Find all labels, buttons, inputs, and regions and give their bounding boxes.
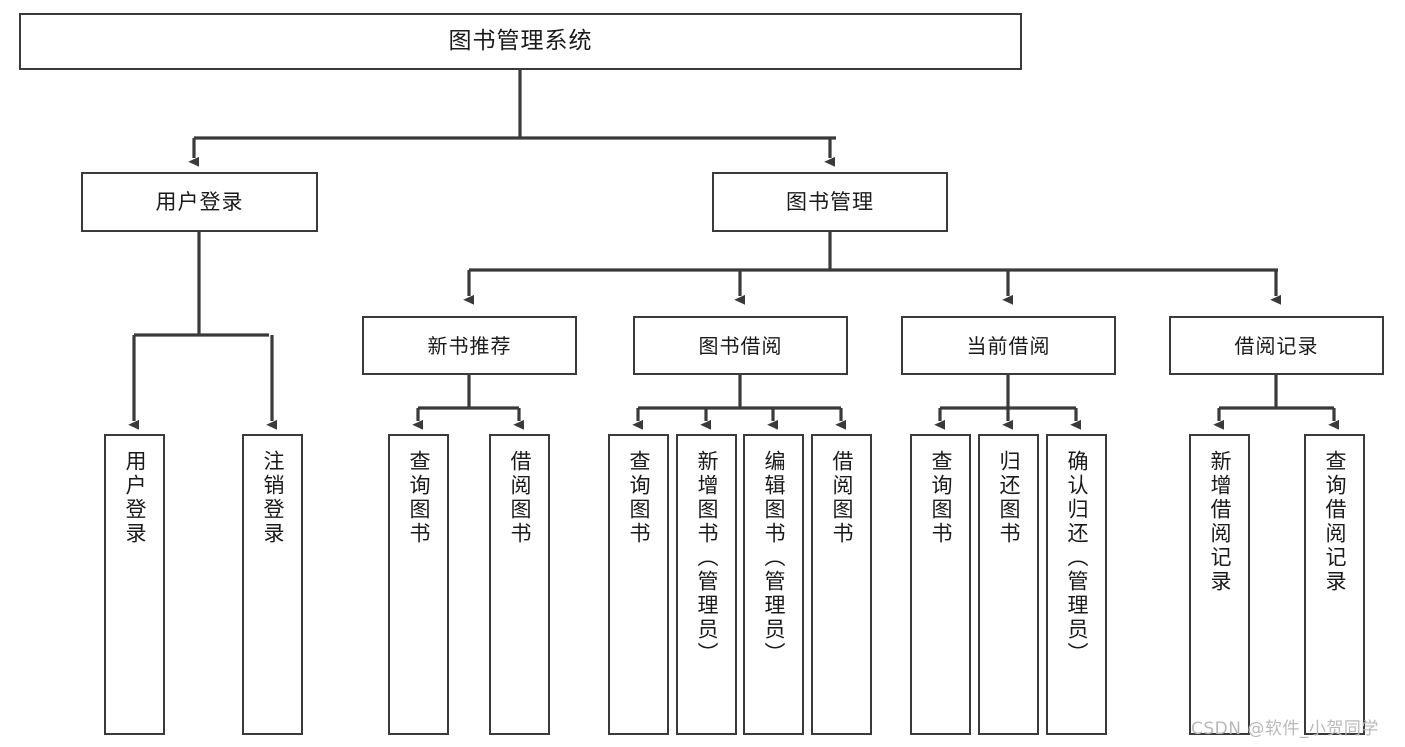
node-leaf-query-book-3-label: 查询图书 [929,450,953,546]
node-leaf-add-borrow-record-label: 新增借阅记录 [1208,450,1232,594]
node-leaf-add-book-admin-label: 新增图书（管理员） [695,450,719,666]
node-leaf-add-borrow-record[interactable]: 新增借阅记录 [1189,434,1250,735]
node-leaf-query-borrow-record[interactable]: 查询借阅记录 [1304,434,1365,735]
node-leaf-query-borrow-record-label: 查询借阅记录 [1323,450,1347,594]
node-book-borrow[interactable]: 图书借阅 [633,316,848,375]
node-leaf-logout[interactable]: 注销登录 [242,434,303,735]
node-leaf-edit-book-admin-label: 编辑图书（管理员） [762,450,786,666]
node-leaf-confirm-return-admin-label: 确认归还（管理员） [1065,450,1089,666]
node-leaf-query-book-2-label: 查询图书 [627,450,651,546]
node-user-login-label: 用户登录 [155,189,244,214]
node-leaf-user-login-label: 用户登录 [123,450,147,546]
node-borrow-record[interactable]: 借阅记录 [1169,316,1384,375]
node-leaf-borrow-book-2-label: 借阅图书 [830,450,854,546]
node-leaf-query-book-1-label: 查询图书 [407,450,431,546]
node-leaf-edit-book-admin[interactable]: 编辑图书（管理员） [743,434,804,735]
node-book-manage[interactable]: 图书管理 [712,172,948,232]
node-current-borrow-label: 当前借阅 [966,333,1051,358]
node-root-label: 图书管理系统 [448,28,593,54]
node-leaf-confirm-return-admin[interactable]: 确认归还（管理员） [1046,434,1107,735]
node-new-book-recommend-label: 新书推荐 [427,333,512,358]
csdn-watermark: CSDN @软件_小贺同学 [1191,719,1379,739]
node-leaf-borrow-book-2[interactable]: 借阅图书 [811,434,872,735]
node-leaf-borrow-book-1[interactable]: 借阅图书 [489,434,550,735]
node-borrow-record-label: 借阅记录 [1234,333,1319,358]
node-leaf-query-book-1[interactable]: 查询图书 [388,434,449,735]
node-leaf-return-book[interactable]: 归还图书 [978,434,1039,735]
node-leaf-query-book-2[interactable]: 查询图书 [608,434,669,735]
node-leaf-query-book-3[interactable]: 查询图书 [910,434,971,735]
node-leaf-borrow-book-1-label: 借阅图书 [508,450,532,546]
node-leaf-return-book-label: 归还图书 [997,450,1021,546]
node-book-borrow-label: 图书借阅 [698,333,783,358]
node-book-manage-label: 图书管理 [786,189,874,214]
node-root[interactable]: 图书管理系统 [19,13,1022,70]
node-user-login[interactable]: 用户登录 [81,172,318,232]
node-leaf-add-book-admin[interactable]: 新增图书（管理员） [676,434,737,735]
node-new-book-recommend[interactable]: 新书推荐 [362,316,577,375]
node-leaf-user-login[interactable]: 用户登录 [104,434,165,735]
node-leaf-logout-label: 注销登录 [261,450,285,546]
node-current-borrow[interactable]: 当前借阅 [901,316,1116,375]
